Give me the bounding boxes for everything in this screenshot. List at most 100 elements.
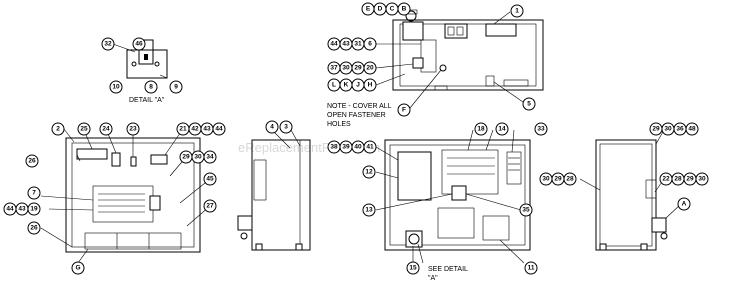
svg-text:18: 18 <box>477 126 485 133</box>
svg-text:15: 15 <box>409 265 417 272</box>
note-line-2: OPEN FASTENER <box>327 112 386 119</box>
svg-text:13: 13 <box>365 207 373 214</box>
svg-text:42: 42 <box>191 126 199 133</box>
callout-41: 41 <box>363 140 377 154</box>
svg-text:B: B <box>402 6 407 13</box>
svg-text:H: H <box>368 82 373 89</box>
svg-text:28: 28 <box>674 176 682 183</box>
note-text: NOTE - COVER ALL OPEN FASTENER HOLES <box>327 103 392 128</box>
svg-text:E: E <box>366 6 371 13</box>
callout-45: 45 <box>203 172 217 186</box>
svg-text:11: 11 <box>528 265 535 272</box>
callout-K: K <box>339 78 353 92</box>
svg-text:24: 24 <box>102 126 110 133</box>
callout-29-lower-right: 29 <box>683 172 697 186</box>
callout-3: 3 <box>279 120 293 134</box>
svg-text:26: 26 <box>30 225 38 232</box>
callout-30-lower-right: 30 <box>695 172 709 186</box>
svg-text:1: 1 <box>515 8 519 15</box>
callout-2: 2 <box>51 122 65 136</box>
svg-text:20: 20 <box>366 65 374 72</box>
svg-text:39: 39 <box>342 144 350 151</box>
svg-text:27: 27 <box>206 203 214 210</box>
detail-a-drawing <box>126 39 168 79</box>
callout-4: 4 <box>265 120 279 134</box>
callout-31-top: 31 <box>351 37 365 51</box>
svg-text:29: 29 <box>354 65 362 72</box>
callout-11: 11 <box>524 261 538 275</box>
svg-text:30: 30 <box>698 176 706 183</box>
note-line-3: HOLES <box>327 121 351 128</box>
callout-32: 32 <box>101 37 115 51</box>
callout-43-top: 43 <box>339 37 353 51</box>
callout-9: 9 <box>169 80 183 94</box>
callout-28-right: 28 <box>671 172 685 186</box>
svg-text:K: K <box>344 82 349 89</box>
svg-text:33: 33 <box>537 126 545 133</box>
callout-23: 23 <box>126 122 140 136</box>
callout-19: 19 <box>27 202 41 216</box>
callout-35: 35 <box>519 203 533 217</box>
svg-text:30: 30 <box>342 65 350 72</box>
callout-20: 20 <box>363 61 377 75</box>
callout-29-front: 29 <box>179 150 193 164</box>
callout-12: 12 <box>362 165 376 179</box>
svg-text:30: 30 <box>542 176 550 183</box>
svg-text:19: 19 <box>30 206 38 213</box>
callout-46: 46 <box>132 37 146 51</box>
side-view-left <box>237 139 311 251</box>
callout-G: G <box>71 261 85 275</box>
side-view-right <box>595 139 668 251</box>
callout-H: H <box>363 78 377 92</box>
svg-text:44: 44 <box>330 41 338 48</box>
callout-6: 6 <box>363 37 377 51</box>
callout-24: 24 <box>99 122 113 136</box>
svg-text:44: 44 <box>6 206 14 213</box>
callout-29-right: 29 <box>649 122 663 136</box>
see-detail-line-1: SEE DETAIL <box>428 266 468 273</box>
callout-18: 18 <box>474 122 488 136</box>
svg-text:30: 30 <box>194 154 202 161</box>
callout-E: E <box>361 2 375 16</box>
svg-text:21: 21 <box>179 126 187 133</box>
callout-C: C <box>385 2 399 16</box>
svg-text:29: 29 <box>686 176 694 183</box>
svg-text:46: 46 <box>135 41 143 48</box>
callout-42: 42 <box>188 122 202 136</box>
svg-text:35: 35 <box>522 207 530 214</box>
svg-text:5: 5 <box>527 101 531 108</box>
svg-text:38: 38 <box>330 144 338 151</box>
callout-15: 15 <box>406 261 420 275</box>
callout-D: D <box>373 2 387 16</box>
callout-44-top: 44 <box>327 37 341 51</box>
svg-text:A: A <box>682 201 687 208</box>
svg-text:44: 44 <box>215 126 223 133</box>
svg-text:43: 43 <box>203 126 211 133</box>
svg-text:37: 37 <box>330 65 338 72</box>
callout-30-right: 30 <box>661 122 675 136</box>
svg-text:C: C <box>390 6 395 13</box>
interior-view <box>384 139 531 251</box>
callout-14: 14 <box>495 122 509 136</box>
svg-text:30: 30 <box>664 126 672 133</box>
callout-F: F <box>397 103 411 117</box>
callout-30-front: 30 <box>191 150 205 164</box>
svg-text:40: 40 <box>354 144 362 151</box>
callout-43-front: 43 <box>200 122 214 136</box>
callout-27: 27 <box>203 199 217 213</box>
callout-30-side: 30 <box>539 172 553 186</box>
svg-text:22: 22 <box>662 176 670 183</box>
svg-text:29: 29 <box>554 176 562 183</box>
callout-33: 33 <box>534 122 548 136</box>
callout-26-lower: 26 <box>27 221 41 235</box>
svg-text:43: 43 <box>18 206 26 213</box>
top-unit-drawing <box>392 9 544 91</box>
detail-a-title: DETAIL "A" <box>129 97 165 104</box>
svg-text:41: 41 <box>366 144 374 151</box>
svg-text:29: 29 <box>652 126 660 133</box>
svg-text:9: 9 <box>174 84 178 91</box>
callout-26-upper: 26 <box>25 154 39 168</box>
see-detail-text: SEE DETAIL "A" <box>428 266 468 282</box>
callout-J: J <box>351 78 365 92</box>
